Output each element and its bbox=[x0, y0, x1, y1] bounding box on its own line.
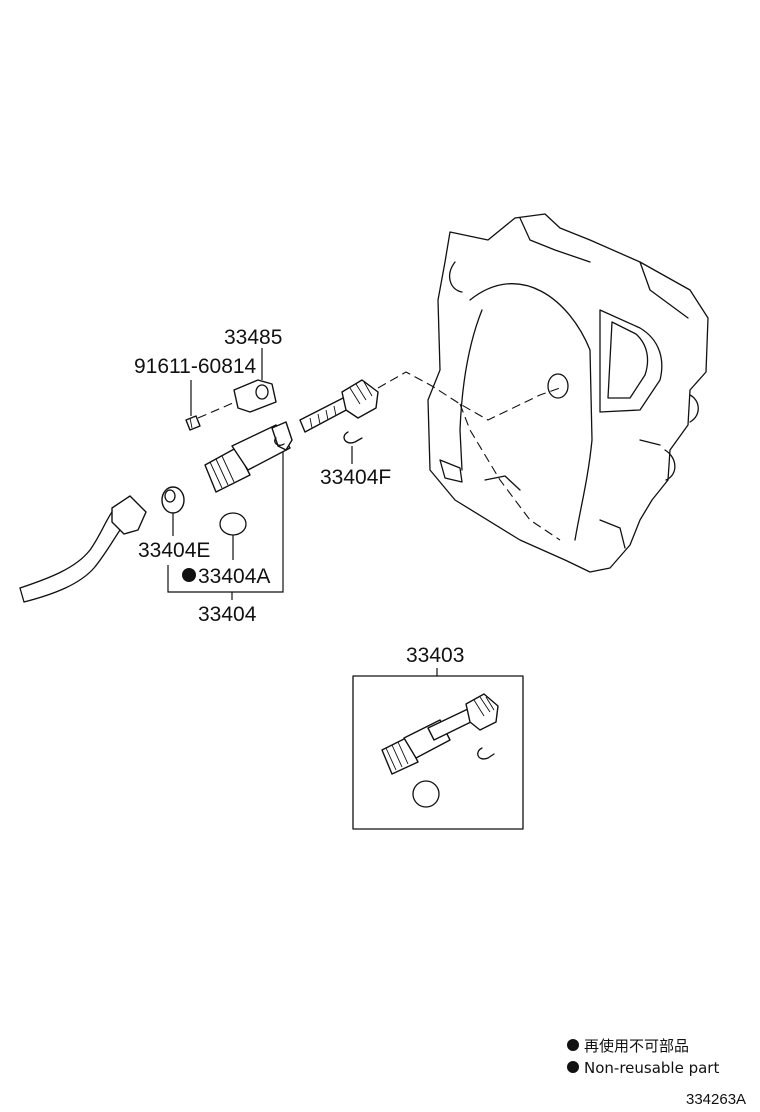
callout-33404A: 33404A bbox=[198, 565, 270, 588]
callout-91611-60814: 91611-60814 bbox=[134, 355, 257, 378]
bolt-dashed-line bbox=[197, 399, 241, 419]
oil-seal-33404E bbox=[161, 486, 185, 514]
callout-33404F: 33404F bbox=[320, 466, 391, 489]
kit-o-ring bbox=[412, 780, 440, 808]
axis-dashed-line bbox=[377, 371, 561, 421]
axis-dashed-line-2 bbox=[459, 403, 561, 541]
legend-jp: 再使用不可部品 bbox=[584, 1037, 689, 1055]
kit-shaft bbox=[427, 693, 499, 741]
callout-33403: 33403 bbox=[406, 644, 464, 667]
legend-marker-en bbox=[567, 1061, 579, 1073]
bolt-91611 bbox=[185, 415, 201, 431]
legend-marker-jp bbox=[567, 1039, 579, 1051]
callout-33485: 33485 bbox=[224, 326, 282, 349]
legend-en: Non-reusable part bbox=[584, 1059, 719, 1077]
o-ring-33404A bbox=[219, 512, 247, 536]
callout-33404: 33404 bbox=[198, 603, 257, 626]
figure-code: 334263A bbox=[686, 1091, 746, 1108]
clip-33404F bbox=[343, 431, 363, 444]
bracket-33404 bbox=[167, 452, 284, 600]
sensor-connector-cable bbox=[19, 495, 147, 603]
sensor-sleeve bbox=[204, 421, 293, 493]
transmission-case bbox=[427, 213, 709, 573]
non-reusable-marker bbox=[182, 568, 196, 582]
kit-box-33403 bbox=[352, 675, 524, 830]
callout-33404E: 33404E bbox=[138, 539, 210, 562]
driven-gear-shaft bbox=[299, 379, 379, 433]
lock-plate-33485 bbox=[233, 379, 277, 413]
kit-clip bbox=[477, 747, 495, 760]
